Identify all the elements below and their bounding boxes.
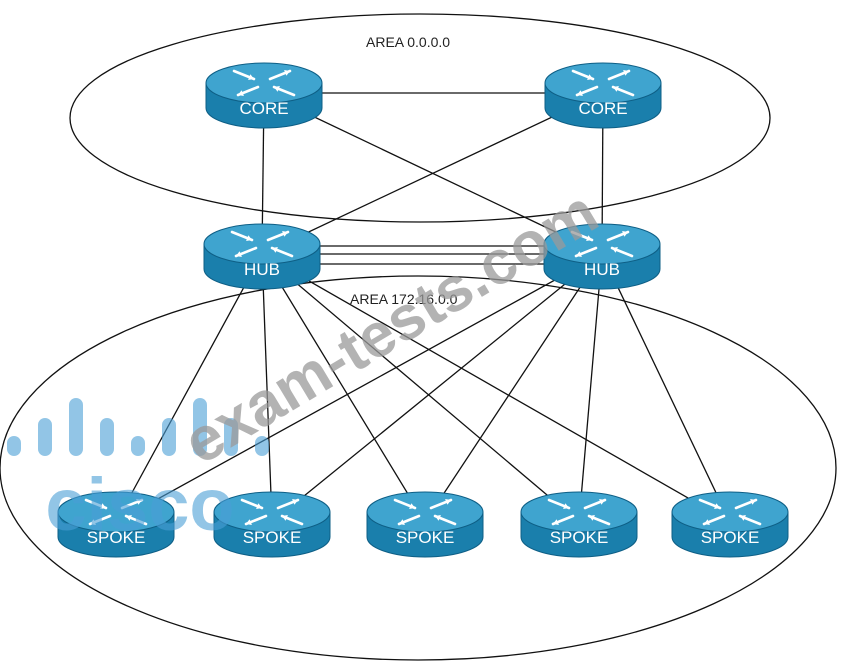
cisco-logo-watermark: cisco: [7, 398, 269, 546]
router-spoke5: SPOKE: [671, 491, 789, 558]
router-label-core1: CORE: [239, 99, 288, 118]
link-hub1-spoke3: [261, 253, 426, 523]
watermark-text: exam-tests.com: [172, 177, 609, 478]
link-hub2-spoke2: [271, 253, 603, 523]
link-hub2-spoke5: [601, 253, 731, 523]
router-label-spoke5: SPOKE: [701, 528, 760, 547]
cisco-bar: [69, 398, 83, 456]
link-hub1-spoke2: [261, 253, 273, 523]
router-top: [520, 491, 638, 533]
router-arrows-icon: [240, 498, 304, 526]
router-spoke1: SPOKE: [57, 491, 175, 558]
area-172-boundary: [0, 275, 837, 661]
area-0-boundary: [69, 13, 771, 223]
router-arrows-icon: [571, 69, 635, 97]
router-label-core2: CORE: [578, 99, 627, 118]
router-top: [205, 62, 323, 104]
router-arrows-icon: [698, 498, 762, 526]
router-top: [543, 223, 661, 265]
router-hub1: HUB: [203, 223, 321, 290]
router-core2: CORE: [544, 62, 662, 129]
router-top: [57, 491, 175, 533]
cisco-bar: [100, 418, 114, 456]
router-arrows-icon: [547, 498, 611, 526]
router-label-hub1: HUB: [244, 260, 280, 279]
cisco-bar: [162, 418, 176, 456]
router-arrows-icon: [230, 230, 294, 258]
router-top: [213, 491, 331, 533]
router-top: [203, 223, 321, 265]
area-0-label: AREA 0.0.0.0: [366, 34, 450, 50]
router-core1: CORE: [205, 62, 323, 129]
cisco-bar: [7, 436, 21, 456]
routers-layer: CORE CORE HUB HUB SPOKE SPOKE SPOKE SPOKE SPOKE: [57, 62, 789, 558]
cisco-bar: [131, 436, 145, 456]
router-top: [671, 491, 789, 533]
router-arrows-icon: [570, 230, 634, 258]
link-hub2-spoke3: [424, 253, 603, 523]
link-hub1-spoke4: [261, 253, 580, 523]
router-arrows-icon: [393, 498, 457, 526]
cisco-bar: [38, 418, 52, 456]
router-spoke4: SPOKE: [520, 491, 638, 558]
cisco-bar: [193, 398, 207, 456]
link-hub2-spoke4: [578, 253, 603, 523]
link-hub2-spoke1: [115, 253, 603, 523]
router-spoke2: SPOKE: [213, 491, 331, 558]
cisco-bar: [255, 436, 269, 456]
router-arrows-icon: [84, 498, 148, 526]
router-arrows-icon: [232, 69, 296, 97]
router-label-spoke1: SPOKE: [87, 528, 146, 547]
router-label-spoke2: SPOKE: [243, 528, 302, 547]
link-hub1-spoke5: [261, 253, 731, 523]
link-hub1-spoke1: [115, 253, 263, 523]
router-top: [366, 491, 484, 533]
link-core2-hub1: [261, 92, 604, 255]
cisco-logo-text: cisco: [45, 463, 234, 546]
router-label-spoke3: SPOKE: [396, 528, 455, 547]
router-top: [544, 62, 662, 104]
cisco-bar: [224, 418, 238, 456]
router-hub2: HUB: [543, 223, 661, 290]
router-label-hub2: HUB: [584, 260, 620, 279]
area-172-label: AREA 172.16.0.0: [350, 291, 458, 307]
router-label-spoke4: SPOKE: [550, 528, 609, 547]
router-spoke3: SPOKE: [366, 491, 484, 558]
